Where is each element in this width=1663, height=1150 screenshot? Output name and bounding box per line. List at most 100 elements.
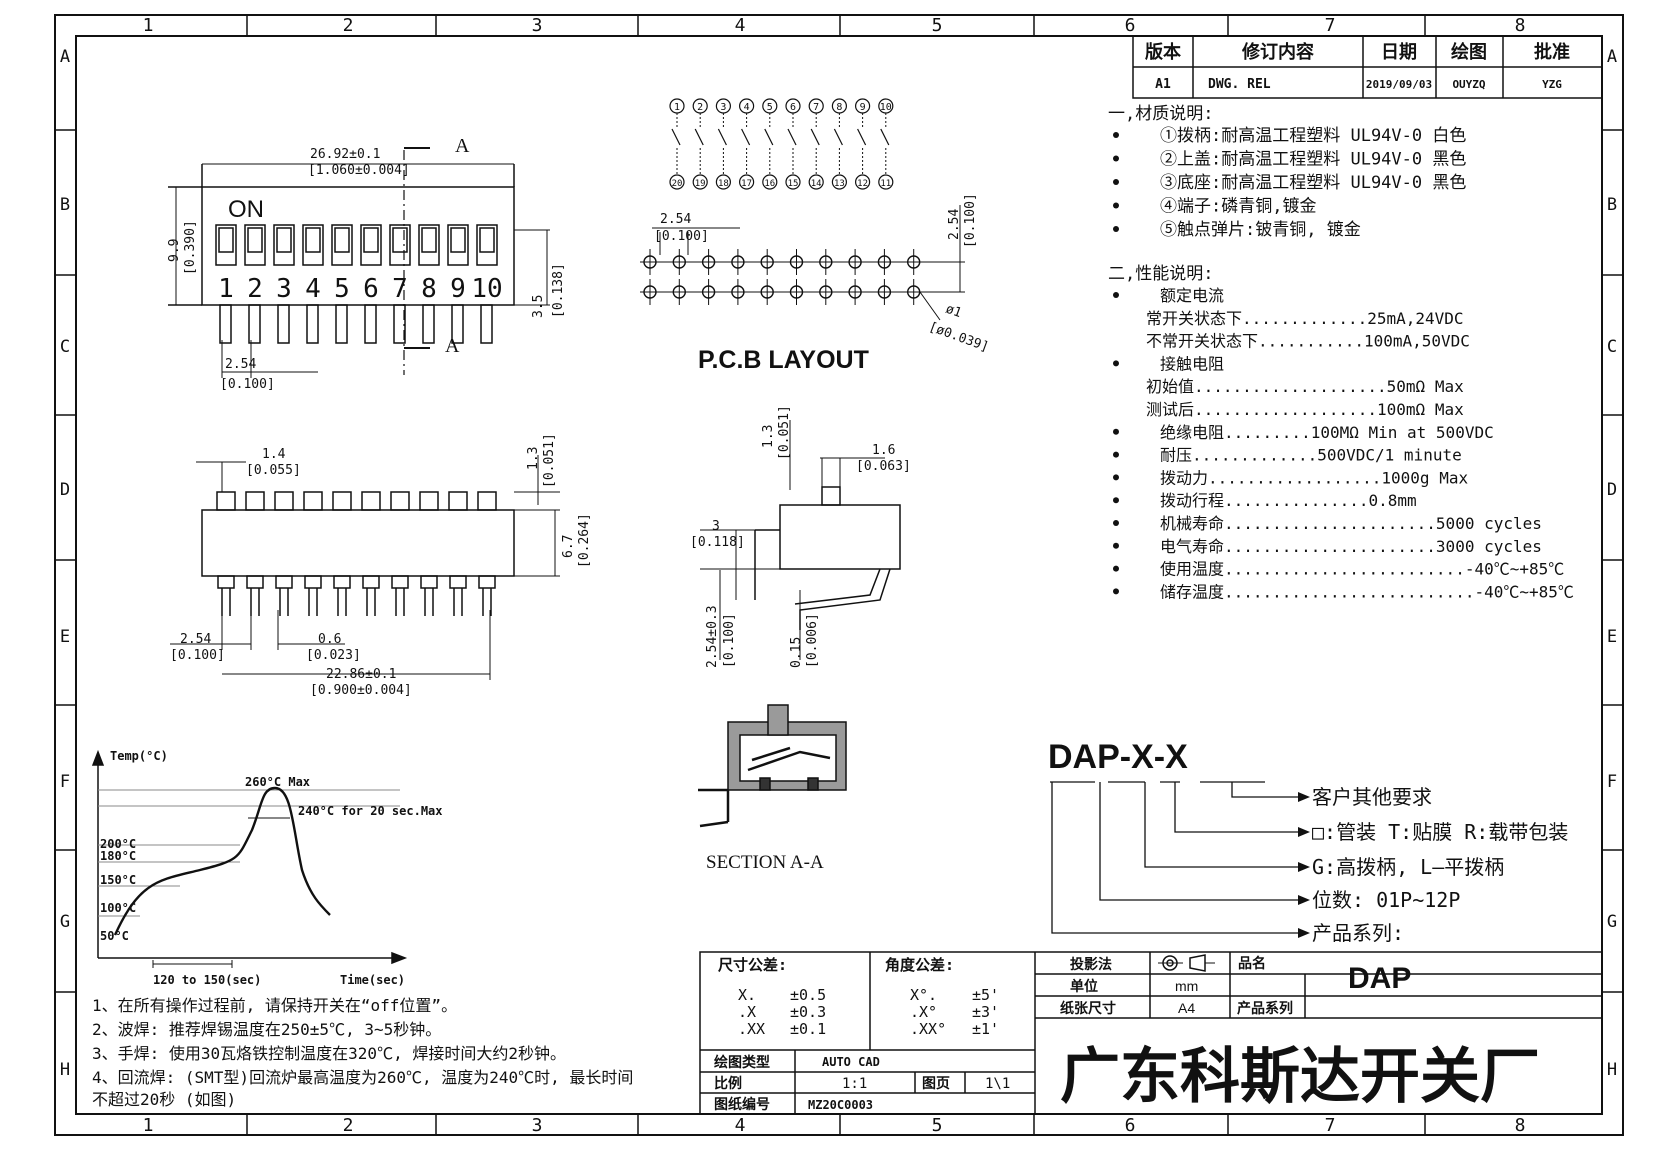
actuator-cap — [274, 491, 294, 511]
leader-arrow — [1298, 928, 1310, 938]
schematic-pin-bottom — [785, 174, 801, 190]
pcb-hole — [877, 255, 892, 269]
rev-h-approved: 批准 — [1534, 41, 1570, 63]
pin-shoulder — [304, 575, 322, 589]
pcb-hole — [643, 285, 657, 299]
zone-row-left: D — [60, 480, 70, 500]
schematic-num-bottom: 18 — [718, 179, 729, 189]
pin-shoulder — [391, 575, 409, 589]
schematic-pin-bottom — [831, 174, 848, 190]
profile-d1: 1.3 — [761, 425, 776, 448]
tb-ang-2-key: .XX° — [910, 1020, 946, 1038]
zone-row-left: H — [60, 1060, 70, 1080]
section-mark-bottom: A — [445, 335, 460, 357]
revision-row: A1 DWG. REL 2019/09/03 OUYZQ YZG — [1155, 77, 1562, 92]
profile-d4: 2.54±0.3 — [705, 605, 720, 668]
actuator-slot — [476, 224, 498, 266]
pcb-hole — [819, 285, 833, 299]
profile-d5-in: [0.006] — [805, 613, 820, 668]
pcb-hole — [643, 255, 657, 269]
performance-line: 储存温度..........................-40℃~+85℃ — [1160, 582, 1574, 601]
bullet — [1113, 588, 1119, 595]
performance-line: 接触电阻 — [1160, 354, 1224, 373]
side-dim-d: 2.54 — [180, 632, 211, 647]
reflow-tick-200: 200°C — [100, 837, 136, 851]
performance-line: 电气寿命......................3000 cycles — [1160, 537, 1542, 556]
performance-list: 额定电流常开关状态下.............25mA,24VDC不常开关状态下… — [1113, 286, 1574, 601]
rev-h-version: 版本 — [1145, 41, 1181, 63]
actuator-cap — [332, 491, 352, 511]
actuator-slot — [418, 224, 440, 266]
tb-page-label: 图页 — [922, 1076, 950, 1092]
actuator-knob — [334, 227, 350, 253]
rev-content: DWG. REL — [1208, 77, 1271, 92]
performance-line: 绝缘电阻.........100MΩ Min at 500VDC — [1160, 423, 1494, 442]
tb-ang-2-val: ±1' — [972, 1020, 999, 1038]
pn-item-custom: 客户其他要求 — [1312, 785, 1432, 809]
zone-row-left: F — [60, 772, 70, 792]
actuator-knob — [392, 227, 408, 253]
actuator-cap — [448, 491, 468, 511]
bullet — [1113, 497, 1119, 504]
schematic-pin-bottom — [692, 174, 708, 190]
schematic-pin-bottom — [762, 174, 778, 190]
schematic-num-bottom: 14 — [811, 179, 822, 189]
bullet — [1113, 155, 1119, 162]
reflow-tick-180: 180°C — [100, 849, 136, 863]
schematic-num-top: 1 — [674, 102, 680, 113]
tb-unit: mm — [1175, 978, 1198, 994]
terminal-pin — [335, 304, 348, 344]
position-number: 3 — [276, 274, 292, 304]
side-dim-c-in: [0.264] — [577, 513, 592, 568]
pcb-title: P.C.B LAYOUT — [698, 346, 869, 374]
position-number: 6 — [363, 274, 379, 304]
performance-line: 耐压.............500VDC/1 minute — [1160, 446, 1462, 465]
position-number: 8 — [421, 274, 437, 304]
pcb-hole — [731, 285, 745, 299]
schematic-contact — [671, 128, 681, 146]
zone-col-top: 7 — [1325, 15, 1336, 36]
revision-headers: 版本 修订内容 日期 绘图 批准 — [1145, 41, 1570, 63]
performance-line: 拨动行程...............0.8mm — [1160, 491, 1417, 510]
actuator-slot — [360, 224, 382, 266]
pcb-hole — [731, 255, 745, 269]
profile-d2-in: [0.063] — [856, 459, 911, 474]
position-number: 4 — [305, 274, 321, 304]
terminal-pin — [248, 304, 261, 344]
part-number-arrows — [1298, 792, 1310, 938]
schematic-contact — [764, 128, 774, 146]
front-dim-pin-in: [0.138] — [551, 263, 566, 318]
zone-ticks — [55, 15, 1623, 1135]
terminal-pin — [480, 304, 493, 344]
zone-row-right: F — [1607, 772, 1617, 792]
terminal-pin — [306, 304, 319, 344]
schematic-num-bottom: 16 — [764, 179, 775, 189]
zone-row-left: C — [60, 337, 70, 357]
pin-shoulder — [333, 575, 351, 589]
pcb-hole — [877, 285, 892, 299]
actuator-knob — [305, 227, 321, 253]
profile-labels: 1.3 [0.051] 1.6 [0.063] 3 [0.118] 2.54±0… — [690, 405, 911, 668]
schematic-num-top: 4 — [744, 102, 750, 113]
bullet — [1113, 565, 1119, 572]
outer-frame — [54, 14, 1624, 1136]
actuator-knob — [421, 227, 437, 253]
tb-name-label: 品名 — [1238, 955, 1266, 972]
terminal-pin — [393, 304, 406, 344]
note-4: 4、回流焊: (SMT型)回流炉最高温度为260℃, 温度为240℃时, 最长时… — [92, 1068, 633, 1087]
bullet — [1113, 520, 1119, 526]
leader-arrow — [1298, 862, 1310, 872]
schematic-num-bottom: 17 — [741, 179, 752, 189]
profile-d3: 3 — [712, 519, 720, 534]
schematic-num-bottom: 20 — [672, 179, 683, 189]
zone-col-top: 4 — [735, 15, 746, 36]
reflow-labels: Temp(°C) Time(sec) 260°C Max 240°C for 2… — [100, 749, 443, 987]
tb-dwg-no: MZ20C0003 — [808, 1098, 873, 1112]
position-number: 9 — [450, 274, 466, 304]
schematic-contact — [880, 128, 890, 146]
schematic-pin-bottom — [808, 174, 824, 190]
tb-name: DAP — [1348, 962, 1411, 995]
pcb-hole — [848, 255, 862, 269]
schematic-pin-bottom — [854, 174, 871, 190]
